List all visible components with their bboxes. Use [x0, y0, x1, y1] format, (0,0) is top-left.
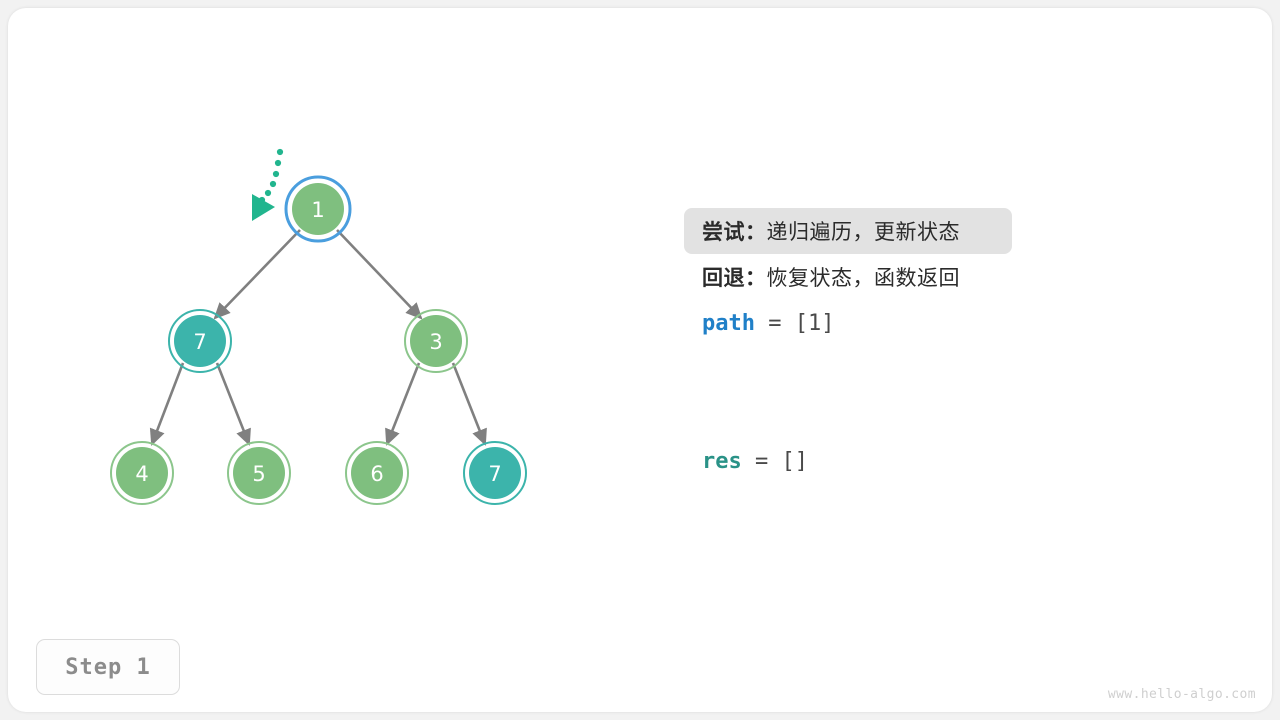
node-circle	[233, 447, 285, 499]
pointer-dot	[269, 180, 277, 188]
binary-tree-diagram: 1 7 3 4 5 6 7	[110, 148, 527, 505]
code-line-res: res = []	[684, 438, 1204, 484]
node-label: 7	[488, 462, 501, 486]
node-circle	[469, 447, 521, 499]
node-outer-ring	[284, 175, 352, 243]
attempt-value: 递归遍历，更新状态	[766, 221, 960, 244]
attempt-label: 尝试：	[702, 221, 767, 244]
tree-node-6[interactable]: 6	[345, 441, 409, 505]
description-row-backtrack: 回退： 恢复状态，函数返回	[684, 254, 1012, 300]
node-label: 6	[370, 462, 383, 486]
code-line-path: path = [1]	[684, 300, 1204, 346]
step-badge: Step 1	[36, 639, 180, 695]
backtrack-label: 回退：	[702, 267, 767, 290]
tree-edges	[149, 229, 487, 446]
pointer-dot	[264, 189, 272, 197]
node-circle	[351, 447, 403, 499]
tree-node-7-left[interactable]: 7	[168, 309, 232, 373]
traversal-pointer	[252, 148, 284, 221]
tree-node-1[interactable]: 1	[284, 175, 352, 243]
node-label: 1	[311, 198, 324, 222]
tree-node-7-right[interactable]: 7	[463, 441, 527, 505]
tree-node-4[interactable]: 4	[110, 441, 174, 505]
state-panel: 尝试： 递归遍历，更新状态 回退： 恢复状态，函数返回 path = [1] r…	[684, 208, 1204, 484]
node-outer-ring	[168, 309, 232, 373]
backtrack-value: 恢复状态，函数返回	[766, 267, 960, 290]
node-circle	[410, 315, 462, 367]
edge-1-3	[336, 229, 423, 320]
node-label: 4	[135, 462, 148, 486]
node-outer-ring	[110, 441, 174, 505]
variable-name-res: res	[702, 448, 742, 474]
edge-1-7l	[213, 229, 301, 320]
tree-node-3[interactable]: 3	[404, 309, 468, 373]
variable-name-path: path	[702, 310, 755, 336]
node-outer-ring	[227, 441, 291, 505]
node-outer-ring	[404, 309, 468, 373]
variable-value-res: = []	[741, 448, 808, 474]
variable-value-path: = [1]	[754, 310, 835, 336]
edge-7l-5	[215, 362, 251, 446]
node-outer-ring	[345, 441, 409, 505]
pointer-dot	[274, 159, 282, 167]
tree-node-5[interactable]: 5	[227, 441, 291, 505]
pointer-dot	[272, 170, 280, 178]
edge-3-6	[385, 362, 421, 446]
node-circle	[292, 183, 344, 235]
pointer-dot	[276, 148, 284, 156]
node-circle	[116, 447, 168, 499]
node-label: 3	[429, 330, 442, 354]
node-label: 5	[252, 462, 265, 486]
description-row-attempt: 尝试： 递归遍历，更新状态	[684, 208, 1012, 254]
node-outer-ring	[463, 441, 527, 505]
pointer-arrowhead-icon	[252, 194, 275, 221]
node-circle	[174, 315, 226, 367]
edge-7l-4	[149, 362, 185, 446]
watermark: www.hello-algo.com	[1107, 687, 1256, 702]
node-label: 7	[193, 330, 206, 354]
edge-3-7r	[451, 362, 487, 446]
content-card	[8, 8, 1272, 712]
